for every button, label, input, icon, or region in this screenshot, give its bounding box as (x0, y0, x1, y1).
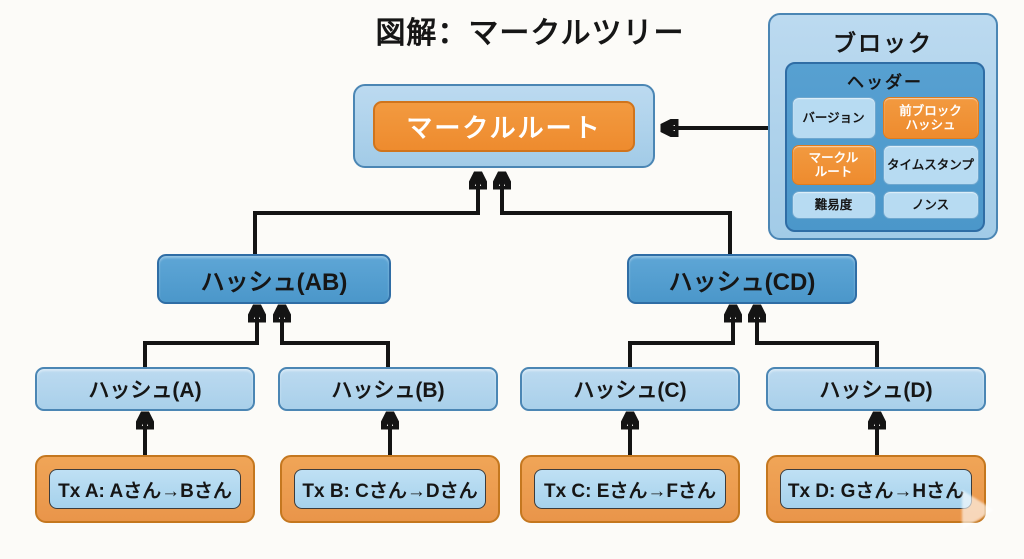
field-prev-block-hash: 前ブロック ハッシュ (882, 97, 979, 139)
merkle-root-node: マークルルート (353, 84, 655, 168)
field-nonce: ノンス (882, 191, 979, 219)
field-timestamp: タイムスタンプ (882, 145, 979, 185)
field-version: バージョン (791, 97, 876, 139)
arrow-hasha-to-hashab (143, 310, 257, 368)
tx-d-node: Tx D: Gさん→Hさん (766, 455, 986, 523)
hash-b-node: ハッシュ(B) (278, 367, 498, 411)
field-difficulty: 難易度 (791, 191, 876, 219)
merkle-root-label: マークルルート (373, 101, 635, 152)
hash-cd-node: ハッシュ(CD) (627, 254, 857, 304)
arrow-hashb-to-hashab (282, 310, 390, 368)
arrow-hashc-to-hashcd (628, 310, 733, 368)
header-fields-grid: バージョン 前ブロック ハッシュ マークル ルート タイムスタンプ 難易度 ノン… (787, 97, 983, 219)
tx-a-label: Tx A: Aさん→Bさん (49, 469, 241, 509)
page-title: 図解：マークルツリー (375, 17, 685, 50)
hash-c-node: ハッシュ(C) (520, 367, 740, 411)
arrow-hashd-to-hashcd (757, 310, 879, 368)
hash-ab-node: ハッシュ(AB) (157, 254, 391, 304)
tx-a-node: Tx A: Aさん→Bさん (35, 455, 255, 523)
arrow-hashcd-to-root (502, 177, 732, 255)
tx-b-node: Tx B: Cさん→Dさん (280, 455, 500, 523)
tx-d-label: Tx D: Gさん→Hさん (780, 469, 972, 509)
tx-c-node: Tx C: Eさん→Fさん (520, 455, 740, 523)
header-panel: ヘッダー バージョン 前ブロック ハッシュ マークル ルート タイムスタンプ 難… (785, 62, 985, 232)
hash-d-node: ハッシュ(D) (766, 367, 986, 411)
tx-c-label: Tx C: Eさん→Fさん (534, 469, 726, 509)
hash-a-node: ハッシュ(A) (35, 367, 255, 411)
block-panel: ブロック ヘッダー バージョン 前ブロック ハッシュ マークル ルート タイムス… (768, 13, 998, 240)
header-title: ヘッダー (847, 73, 923, 92)
block-title: ブロック (833, 30, 933, 56)
watermark-triangle (962, 490, 994, 530)
tx-b-label: Tx B: Cさん→Dさん (294, 469, 486, 509)
arrow-hashab-to-root (253, 177, 478, 255)
field-merkle-root: マークル ルート (791, 145, 876, 185)
